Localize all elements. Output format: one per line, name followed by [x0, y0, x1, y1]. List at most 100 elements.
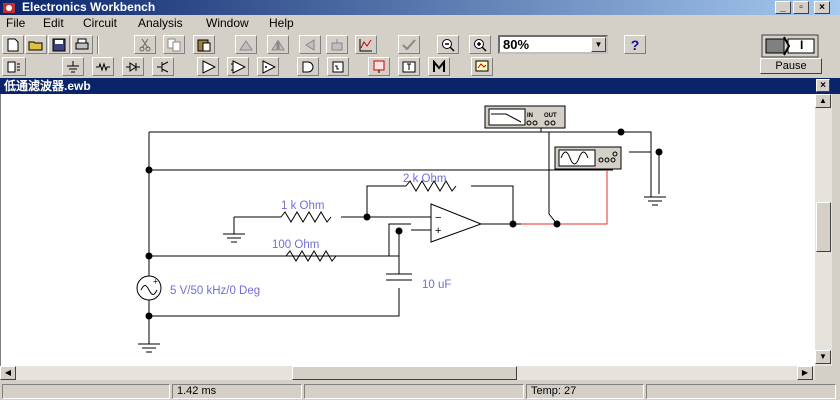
- flip-horizontal-button[interactable]: [267, 35, 289, 54]
- flip-vertical-button[interactable]: [299, 35, 321, 54]
- transistors-bin-button[interactable]: [152, 57, 174, 76]
- parts-bin-toolbar: [0, 55, 760, 79]
- menu-circuit[interactable]: Circuit: [83, 16, 118, 30]
- close-button[interactable]: ×: [814, 1, 830, 14]
- subcircuit-button[interactable]: [326, 35, 348, 54]
- zoom-select[interactable]: 80% ▼: [498, 35, 608, 54]
- menu-file[interactable]: File: [6, 16, 26, 30]
- diode-icon: [126, 61, 140, 72]
- graph-button[interactable]: [355, 35, 377, 54]
- miscellaneous-bin-button[interactable]: [428, 57, 450, 76]
- instruments-bin-button[interactable]: [471, 57, 493, 76]
- print-button[interactable]: [71, 35, 93, 54]
- menu-analysis[interactable]: Analysis: [138, 16, 183, 30]
- paste-button[interactable]: [193, 35, 215, 54]
- logic-gates-bin-button[interactable]: [297, 57, 319, 76]
- new-button[interactable]: [2, 35, 24, 54]
- cut-icon: [139, 38, 151, 51]
- document-title: 低通滤波器.ewb: [4, 79, 91, 93]
- document-title-bar: 低通滤波器.ewb ×: [0, 78, 840, 94]
- save-button[interactable]: [48, 35, 70, 54]
- zoom-in-icon: [474, 38, 487, 52]
- wire: [149, 230, 400, 317]
- label-2k-ohm: 2 k Ohm: [403, 173, 446, 185]
- label-1k-ohm: 1 k Ohm: [281, 200, 324, 212]
- probe-wire: [521, 170, 608, 225]
- scroll-left-button[interactable]: ◀: [0, 366, 16, 380]
- op-amp-plus: +: [435, 225, 441, 237]
- standard-toolbar: 80% ▼ ?: [0, 33, 760, 57]
- rotate-button[interactable]: [235, 35, 257, 54]
- maximize-button[interactable]: ▫: [793, 1, 809, 14]
- circuit-canvas[interactable]: IN OUT − +: [0, 94, 815, 366]
- copy-icon: [167, 38, 181, 51]
- favorites-bin-icon: [7, 61, 20, 72]
- title-bar: Electronics Workbench _ ▫ ×: [0, 0, 840, 15]
- power-switch[interactable]: I: [760, 34, 820, 58]
- indicators-bin-button[interactable]: [368, 57, 390, 76]
- analog-ics-bin-button[interactable]: [197, 57, 219, 76]
- power-label: I: [800, 38, 804, 52]
- open-button[interactable]: [25, 35, 47, 54]
- circuit-schematic: IN OUT − +: [136, 105, 666, 353]
- menu-window[interactable]: Window: [206, 16, 249, 30]
- vertical-scrollbar[interactable]: ▲ ▼: [815, 94, 832, 366]
- menu-help[interactable]: Help: [269, 16, 294, 30]
- open-folder-icon: [28, 41, 43, 50]
- ground-source-icon: [67, 60, 79, 72]
- resistor-icon: [96, 61, 110, 72]
- junction-dot: [553, 220, 561, 228]
- instrument-icon: [475, 60, 489, 71]
- checkmark-icon: [402, 38, 416, 50]
- resistor-2k: [405, 180, 457, 192]
- pause-button[interactable]: Pause: [760, 58, 822, 74]
- save-icon: [52, 38, 66, 51]
- mixed-ic-icon: [231, 59, 246, 74]
- wire: [521, 132, 559, 225]
- indicator-icon: [373, 60, 385, 73]
- op-amp-minus: −: [435, 212, 441, 224]
- basic-bin-button[interactable]: [92, 57, 114, 76]
- minimize-button[interactable]: _: [775, 1, 791, 14]
- flip-vertical-icon: [305, 38, 315, 51]
- temperature: Temp: 27: [526, 384, 644, 399]
- junction-dot: [145, 166, 153, 174]
- copy-button[interactable]: [163, 35, 185, 54]
- label-source: 5 V/50 kHz/0 Deg: [170, 285, 260, 297]
- wire: [629, 131, 652, 194]
- wire: [234, 185, 514, 224]
- zoom-out-icon: [442, 38, 455, 52]
- diodes-bin-button[interactable]: [122, 57, 144, 76]
- transistor-icon: [157, 61, 169, 72]
- digital-ics-bin-button[interactable]: [257, 57, 279, 76]
- junction-dot: [363, 213, 371, 221]
- component-properties-button[interactable]: [398, 35, 420, 54]
- scroll-down-button[interactable]: ▼: [815, 350, 831, 364]
- favorites-bin-button[interactable]: [2, 57, 26, 76]
- scroll-right-button[interactable]: ▶: [797, 366, 813, 380]
- vertical-scroll-thumb[interactable]: [816, 202, 831, 252]
- label-100-ohm: 100 Ohm: [272, 239, 319, 251]
- sources-bin-button[interactable]: [62, 57, 84, 76]
- zoom-out-button[interactable]: [437, 35, 459, 54]
- chevron-down-icon[interactable]: ▼: [591, 37, 606, 52]
- junction-dot: [617, 128, 625, 136]
- scroll-up-button[interactable]: ▲: [815, 94, 831, 108]
- cut-button[interactable]: [134, 35, 156, 54]
- mixed-ics-bin-button[interactable]: [227, 57, 249, 76]
- menu-edit[interactable]: Edit: [43, 16, 64, 30]
- power-switch-icon: [761, 34, 819, 58]
- controls-bin-button[interactable]: [398, 57, 420, 76]
- controls-icon: [402, 61, 416, 72]
- menu-bar: File Edit Circuit Analysis Window Help: [0, 15, 840, 32]
- workbench-icon: [3, 3, 15, 13]
- zoom-in-button[interactable]: [469, 35, 491, 54]
- horizontal-scrollbar[interactable]: ◀ ▶: [0, 366, 815, 380]
- digital-bin-button[interactable]: [327, 57, 349, 76]
- resistor-1k: [280, 211, 332, 223]
- help-button[interactable]: ?: [624, 35, 646, 54]
- ground-symbol: [138, 194, 666, 353]
- horizontal-scroll-thumb[interactable]: [292, 366, 517, 380]
- misc-m-icon: [433, 59, 445, 72]
- document-close-button[interactable]: ×: [816, 79, 830, 92]
